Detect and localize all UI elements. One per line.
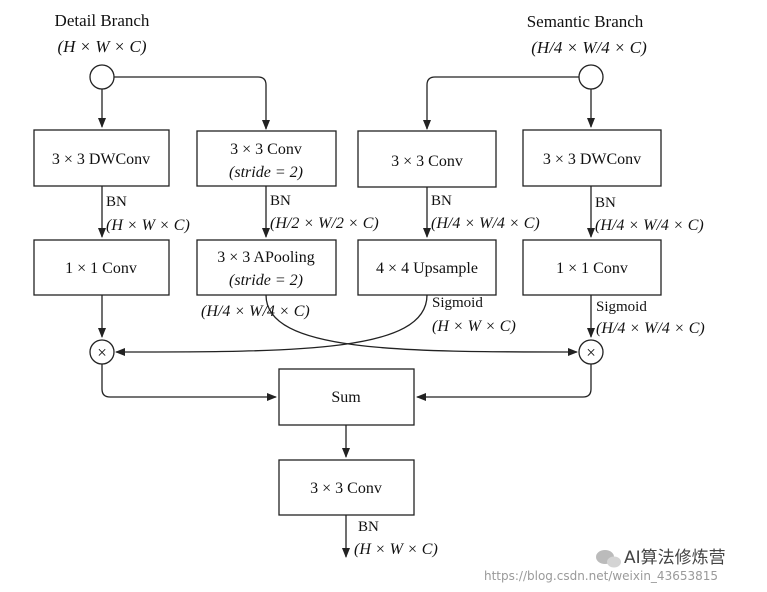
detail-branch-title: Detail Branch [55, 11, 150, 30]
edge-upsample-to-detail-mult [115, 294, 428, 356]
semantic-conv-label: 3 × 3 Conv [391, 153, 463, 170]
detail-pooling-label: 3 × 3 APooling [217, 249, 314, 266]
final-conv-box [278, 459, 415, 516]
semantic-1x1-box [522, 239, 662, 296]
semantic-bn-dims: (H/4 × W/4 × C) [431, 215, 540, 232]
semantic-conv-box [357, 130, 497, 188]
detail-conv-stride-box [196, 130, 337, 187]
detail-input-node [89, 64, 115, 90]
detail-1x1-box [33, 239, 170, 296]
edge-semantic-to-conv [423, 76, 579, 130]
semantic-dwconv-box [522, 129, 662, 187]
edge-pooling-to-semantic-mult [265, 294, 578, 356]
pooling-dims-label: (H/4 × W/4 × C) [201, 303, 310, 320]
detail-bn-dims: (H × W × C) [106, 217, 190, 234]
semantic-branch-title: Semantic Branch [527, 12, 644, 31]
detail-conv-stride-label: (stride = 2) [229, 164, 303, 181]
semantic-multiply-symbol: × [586, 343, 596, 362]
output-bn-label: BN [358, 519, 379, 535]
semantic-branch-dims: (H/4 × W/4 × C) [531, 38, 647, 57]
semantic-upsample-label: 4 × 4 Upsample [376, 260, 478, 277]
watermark-brand: AI算法修炼营 [624, 548, 726, 568]
sum-box [278, 368, 415, 426]
wechat-icon [596, 550, 621, 568]
detail-pooling-stride-label: (stride = 2) [229, 272, 303, 289]
semantic-sigmoid-dims: (H/4 × W/4 × C) [596, 320, 705, 337]
edge-detail-to-conv [114, 76, 270, 130]
upsample-sigmoid-label: Sigmoid [432, 295, 483, 311]
final-conv-label: 3 × 3 Conv [310, 480, 382, 497]
semantic-bn2-label: BN [595, 195, 616, 211]
watermark-url: https://blog.csdn.net/weixin_43653815 [484, 569, 718, 583]
semantic-sigmoid-label: Sigmoid [596, 299, 647, 315]
detail-dwconv-label: 3 × 3 DWConv [52, 151, 150, 168]
detail-multiply-symbol: × [97, 343, 107, 362]
semantic-bn-label: BN [431, 193, 452, 209]
detail-bn2-dims: (H/2 × W/2 × C) [270, 215, 379, 232]
output-dims-label: (H × W × C) [354, 541, 438, 558]
semantic-bn2-dims: (H/4 × W/4 × C) [595, 217, 704, 234]
semantic-1x1-label: 1 × 1 Conv [556, 260, 628, 277]
edge-detail-mult-to-sum [101, 364, 277, 401]
semantic-upsample-box [357, 239, 497, 296]
upsample-dims-label: (H × W × C) [432, 318, 516, 335]
semantic-input-node [578, 64, 604, 90]
detail-1x1-label: 1 × 1 Conv [65, 260, 137, 277]
sum-label: Sum [331, 389, 361, 406]
detail-branch-dims: (H × W × C) [57, 37, 146, 56]
detail-dwconv-box [33, 129, 170, 187]
edge-semantic-mult-to-sum [416, 364, 592, 401]
detail-bn-label: BN [106, 194, 127, 210]
detail-pooling-box [196, 239, 337, 296]
detail-conv-label: 3 × 3 Conv [230, 141, 302, 158]
detail-bn2-label: BN [270, 193, 291, 209]
semantic-dwconv-label: 3 × 3 DWConv [543, 151, 641, 168]
